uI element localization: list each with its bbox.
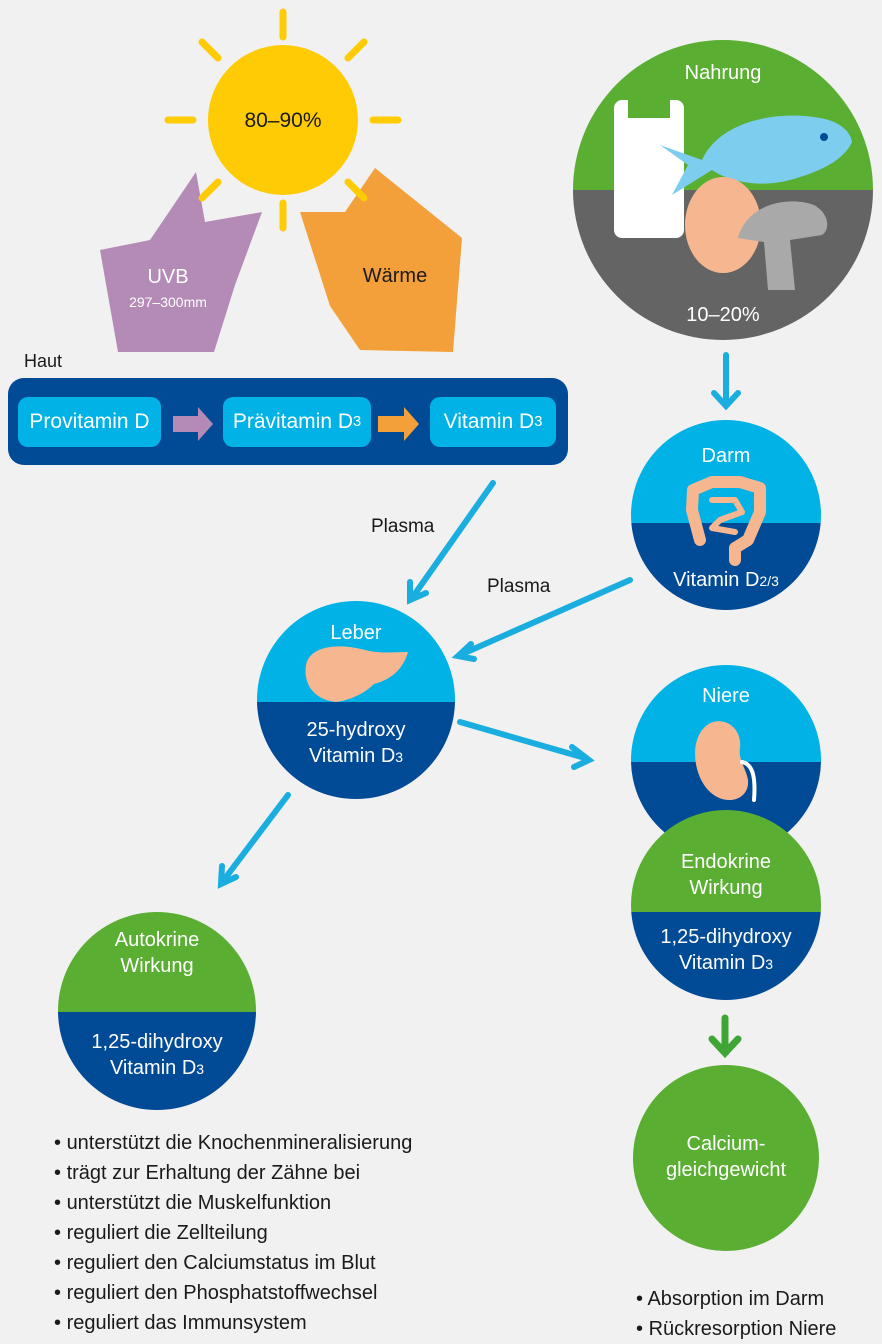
arrow-food-to-darm <box>711 352 741 411</box>
autocrine-line2: Vitamin D3 <box>67 1056 247 1080</box>
autocrine-sub: 3 <box>196 1061 205 1077</box>
skin-label: Haut <box>24 351 63 371</box>
autocrine-effects-list: unterstützt die Knochenmineralisierung t… <box>54 1128 413 1338</box>
heat-label: Wärme <box>362 265 428 287</box>
uvb-label: UVB <box>147 266 189 288</box>
endocrine-title-1: Endokrine <box>680 851 772 873</box>
calcium-line2: gleichgewicht <box>665 1159 787 1181</box>
skin-step-sub: 3 <box>353 414 362 430</box>
endocrine-circle <box>631 810 821 1000</box>
autocrine-title-1: Autokrine <box>114 929 200 951</box>
skin-step-text: Vitamin D <box>443 410 535 433</box>
list-item: unterstützt die Muskelfunktion <box>54 1188 412 1218</box>
autocrine-title-2: Wirkung <box>120 955 194 977</box>
egg-icon <box>685 177 761 273</box>
endocrine-title-2: Wirkung <box>689 877 763 899</box>
sun-rays <box>164 8 402 232</box>
list-item: reguliert das Immunsystem <box>54 1308 412 1338</box>
list-item: reguliert den Calciumstatus im Blut <box>54 1248 412 1278</box>
list-item: trägt zur Erhaltung der Zähne bei <box>54 1158 412 1188</box>
plasma-label-2: Plasma <box>487 576 551 597</box>
sun <box>208 45 358 195</box>
arrow-endocrine-to-calcium <box>708 1014 742 1059</box>
list-item: reguliert die Zellteilung <box>54 1218 412 1248</box>
uvb-range: 297–300mm <box>129 294 207 310</box>
endocrine-vitamin: Vitamin D <box>678 952 766 974</box>
list-item: Absorption im Darm <box>636 1284 836 1314</box>
skin-step-text: Provitamin D <box>29 410 150 433</box>
skin-arrow-1 <box>173 407 213 441</box>
flow-arrows <box>217 352 741 889</box>
calcium-line1: Calcium- <box>686 1133 766 1155</box>
food-label: Nahrung <box>684 62 762 84</box>
intestine-title: Darm <box>701 445 751 467</box>
arrow-skin-to-liver <box>407 480 496 605</box>
plasma-label-1: Plasma <box>371 516 435 537</box>
autocrine-line1: 1,25-dihydroxy <box>91 1031 223 1053</box>
kidney-icon <box>695 721 749 801</box>
liver-title: Leber <box>330 622 382 644</box>
arrow-liver-to-kidney <box>457 719 595 770</box>
liver-line1: 25-hydroxy <box>306 719 406 741</box>
endocrine-line1: 1,25-dihydroxy <box>660 926 792 948</box>
food-percent: 10–20% <box>686 304 760 326</box>
liver-sub: 3 <box>395 749 404 765</box>
liver-line2: Vitamin D3 <box>276 744 436 768</box>
arrow-liver-to-autocrine <box>217 792 291 889</box>
calcium-circle <box>633 1065 819 1251</box>
endocrine-sub: 3 <box>765 956 774 972</box>
list-item: reguliert den Phosphatstoffwechsel <box>54 1278 412 1308</box>
skin-arrow-2 <box>378 407 419 441</box>
intestine-vitamin: Vitamin D <box>673 569 760 591</box>
heat-arrow <box>300 168 462 352</box>
intestine-text: Vitamin D2/3 <box>636 568 816 592</box>
uvb-arrow <box>100 172 262 352</box>
kidney-title: Niere <box>702 685 750 707</box>
fish-icon <box>660 115 852 195</box>
skin-step-provitamin: Provitamin D <box>18 397 161 447</box>
liver-icon <box>305 646 408 702</box>
arrow-darm-to-liver <box>451 577 633 662</box>
skin-step-sub: 3 <box>534 414 543 430</box>
skin-step-text: Prävitamin D <box>232 410 354 433</box>
mushroom-icon <box>738 201 828 290</box>
autocrine-vitamin: Vitamin D <box>109 1057 197 1079</box>
intestine-icon <box>686 476 766 566</box>
bottle-icon <box>614 100 684 238</box>
list-item: Rückresorption Niere <box>636 1314 837 1344</box>
liver-vitamin: Vitamin D <box>308 745 396 767</box>
list-item: unterstützt die Knochenmineralisierung <box>54 1128 413 1158</box>
endocrine-line2: Vitamin D3 <box>636 951 816 975</box>
sun-percent: 80–90% <box>244 109 322 132</box>
intestine-sub: 2/3 <box>759 573 779 589</box>
calcium-effects-list: Absorption im Darm Rückresorption Niere <box>636 1284 836 1344</box>
